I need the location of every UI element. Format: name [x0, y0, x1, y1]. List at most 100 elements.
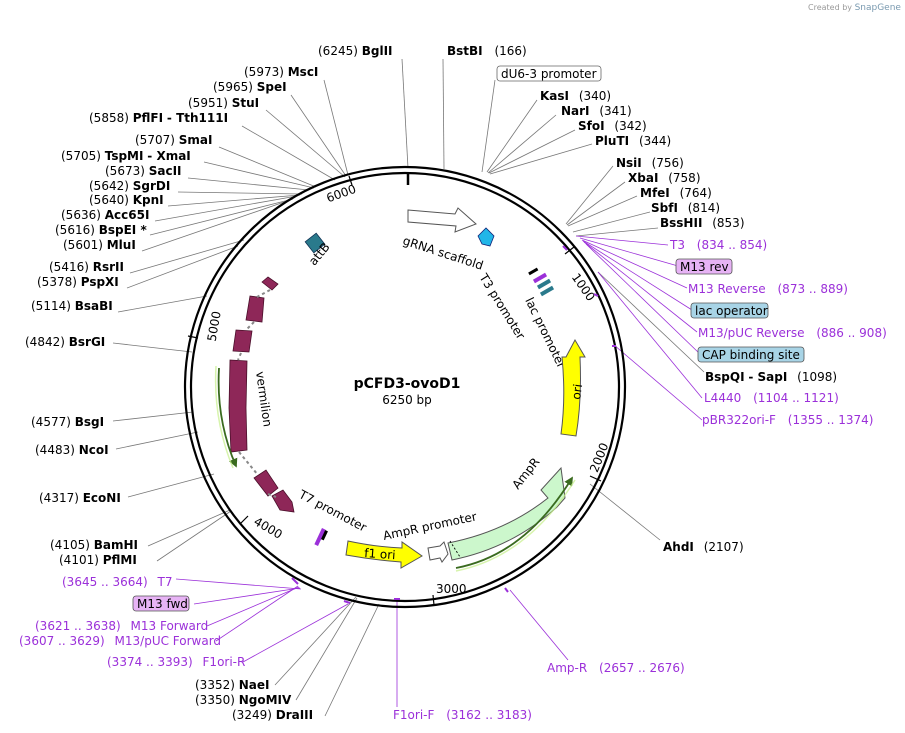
- site-bspqi: BspQI - SapI (1098): [705, 370, 837, 384]
- site-econi: (4317) EcoNI: [39, 491, 121, 505]
- box-lac-operator[interactable]: lac operator: [690, 302, 769, 319]
- scale-ticks: [187, 175, 602, 606]
- ampr-direction-glow: [455, 479, 576, 572]
- vermilion-label: vermilion: [253, 370, 275, 427]
- primer-m13-puc-reverse: M13/pUC Reverse (886 .. 908): [698, 326, 887, 340]
- right-leader-lines: [442, 58, 705, 541]
- site-bamhi: (4105) BamHI: [50, 538, 138, 552]
- primer-m13-forward: (3621 .. 3638) M13 Forward: [35, 619, 208, 633]
- site-stui: (5951) StuI: [188, 96, 259, 110]
- site-bsshii: BssHII (853): [660, 216, 745, 230]
- primer-f1ori-r: (3374 .. 3393) F1ori-R: [107, 655, 245, 669]
- site-mfei: MfeI (764): [640, 186, 712, 200]
- site-kasi: KasI (340): [540, 89, 611, 103]
- site-rsrii: (5416) RsrII: [49, 260, 124, 274]
- box-m13-rev[interactable]: M13 rev: [675, 258, 733, 275]
- site-bspei: (5616) BspEI *: [55, 223, 147, 237]
- primers-bottom: Amp-R (2657 .. 2676) F1ori-F (3162 .. 31…: [393, 661, 685, 722]
- site-spei: (5965) SpeI: [213, 80, 287, 94]
- box-m13-fwd[interactable]: M13 fwd: [132, 595, 190, 612]
- box-cap-binding-site[interactable]: CAP binding site: [697, 346, 805, 363]
- site-ngomiv: (3350) NgoMIV: [195, 693, 292, 707]
- site-ahdi: AhdI (2107): [663, 540, 744, 554]
- tick-label-4000: 4000: [251, 514, 284, 541]
- primer-m13-reverse: M13 Reverse (873 .. 889): [688, 282, 848, 296]
- site-nari: NarI (341): [561, 104, 632, 118]
- svg-text:lac operator: lac operator: [695, 304, 768, 318]
- credit-text: Created by SnapGene: [808, 3, 901, 13]
- tick-label-3000: 3000: [436, 582, 467, 596]
- primer-pbr322ori-f: pBR322ori-F (1355 .. 1374): [702, 413, 873, 427]
- site-mlui: (5601) MluI: [63, 238, 136, 252]
- site-kpni: (5640) KpnI: [89, 193, 164, 207]
- svg-text:CAP binding site: CAP binding site: [702, 348, 800, 362]
- svg-text:dU6-3 promoter: dU6-3 promoter: [501, 67, 597, 81]
- ori-feature[interactable]: [560, 338, 586, 437]
- left-sites: (6245) BglII (5973) MscI (5965) SpeI (59…: [25, 44, 393, 722]
- primer-m13-puc-forward: (3607 .. 3629) M13/pUC Forward: [19, 634, 221, 648]
- site-smai: (5707) SmaI: [135, 133, 212, 147]
- site-pflfi: (5858) PflFI - Tth111I: [89, 111, 228, 125]
- primers-left: (3645 .. 3664) T7 (3621 .. 3638) M13 For…: [19, 575, 245, 669]
- t3-promoter-label: T3 promoter: [476, 270, 528, 341]
- lac-promoter-label: lac promoter: [522, 295, 568, 370]
- lac-region-features[interactable]: [528, 267, 555, 297]
- box-du6[interactable]: dU6-3 promoter: [496, 65, 602, 82]
- t7-promoter-label: T7 promoter: [296, 487, 369, 535]
- primer-f1ori-f: F1ori-F (3162 .. 3183): [393, 708, 532, 722]
- site-acc65i: (5636) Acc65I: [61, 208, 149, 222]
- backbone-inner: [189, 171, 621, 603]
- plasmid-name: pCFD3-ovoD1: [354, 376, 461, 392]
- site-bstbi: BstBI (166): [447, 44, 527, 58]
- ampr-direction-arrow: [455, 476, 573, 569]
- primer-amp-r: Amp-R (2657 .. 2676): [547, 661, 685, 675]
- attB-feature[interactable]: [304, 232, 326, 254]
- vermilion-feature[interactable]: [228, 276, 295, 513]
- tick-label-6000: 6000: [324, 182, 357, 206]
- t7-region-features[interactable]: [314, 527, 328, 547]
- ampr-promoter-feature[interactable]: [427, 541, 449, 563]
- site-ncoi: (4483) NcoI: [35, 443, 109, 457]
- primer-leader-lines: [175, 235, 703, 707]
- f1-ori-feature[interactable]: [345, 540, 423, 569]
- site-sacii: (5673) SacII: [105, 164, 182, 178]
- ampr-label: AmpR: [509, 455, 542, 492]
- primer-t3: T3 (834 .. 854): [669, 238, 767, 252]
- site-pluti: PluTI (344): [595, 134, 671, 148]
- tick-label-5000: 5000: [205, 310, 224, 343]
- site-xbai: XbaI (758): [628, 171, 701, 185]
- vermilion-connectors: [237, 289, 277, 498]
- site-msci: (5973) MscI: [244, 65, 318, 79]
- site-bsgi: (4577) BsgI: [31, 415, 104, 429]
- backbone-outer: [183, 165, 627, 609]
- site-naei: (3352) NaeI: [195, 678, 269, 692]
- vermilion-direction-glow: [214, 365, 234, 469]
- site-sfoi: SfoI (342): [578, 119, 647, 133]
- grna-scaffold-label: gRNA scaffold: [401, 234, 485, 273]
- ampr-feature[interactable]: [447, 466, 566, 561]
- svg-text:M13 rev: M13 rev: [680, 260, 729, 274]
- primer-l4440: L4440 (1104 .. 1121): [704, 391, 839, 405]
- site-sbfi: SbfI (814): [651, 201, 720, 215]
- primer-markers: [291, 245, 616, 604]
- site-bglii: (6245) BglII: [318, 44, 393, 58]
- site-tspmi: (5705) TspMI - XmaI: [61, 149, 191, 163]
- site-bsrgi: (4842) BsrGI: [25, 335, 105, 349]
- primers-right: T3 (834 .. 854) M13 Reverse (873 .. 889)…: [669, 238, 887, 427]
- site-pspxi: (5378) PspXI: [37, 275, 119, 289]
- vermilion-direction-arrow: [217, 367, 238, 468]
- site-pflmi: (4101) PflMI: [59, 553, 137, 567]
- primer-t7: (3645 .. 3664) T7: [62, 575, 173, 589]
- grna-cyan-feature[interactable]: [477, 227, 495, 247]
- ampr-promoter-label: AmpR promoter: [382, 509, 478, 543]
- left-leader-lines: [112, 58, 409, 717]
- site-sgrdi: (5642) SgrDI: [89, 179, 170, 193]
- site-draiii: (3249) DraIII: [232, 708, 313, 722]
- right-sites: BstBI (166) KasI (340) NarI (341) SfoI (…: [447, 44, 837, 554]
- ori-label: ori: [569, 383, 585, 400]
- grna-scaffold-arrow[interactable]: [407, 207, 477, 233]
- plasmid-size: 6250 bp: [382, 393, 432, 407]
- f1-ori-label: f1 ori: [364, 546, 396, 562]
- svg-text:M13 fwd: M13 fwd: [137, 597, 188, 611]
